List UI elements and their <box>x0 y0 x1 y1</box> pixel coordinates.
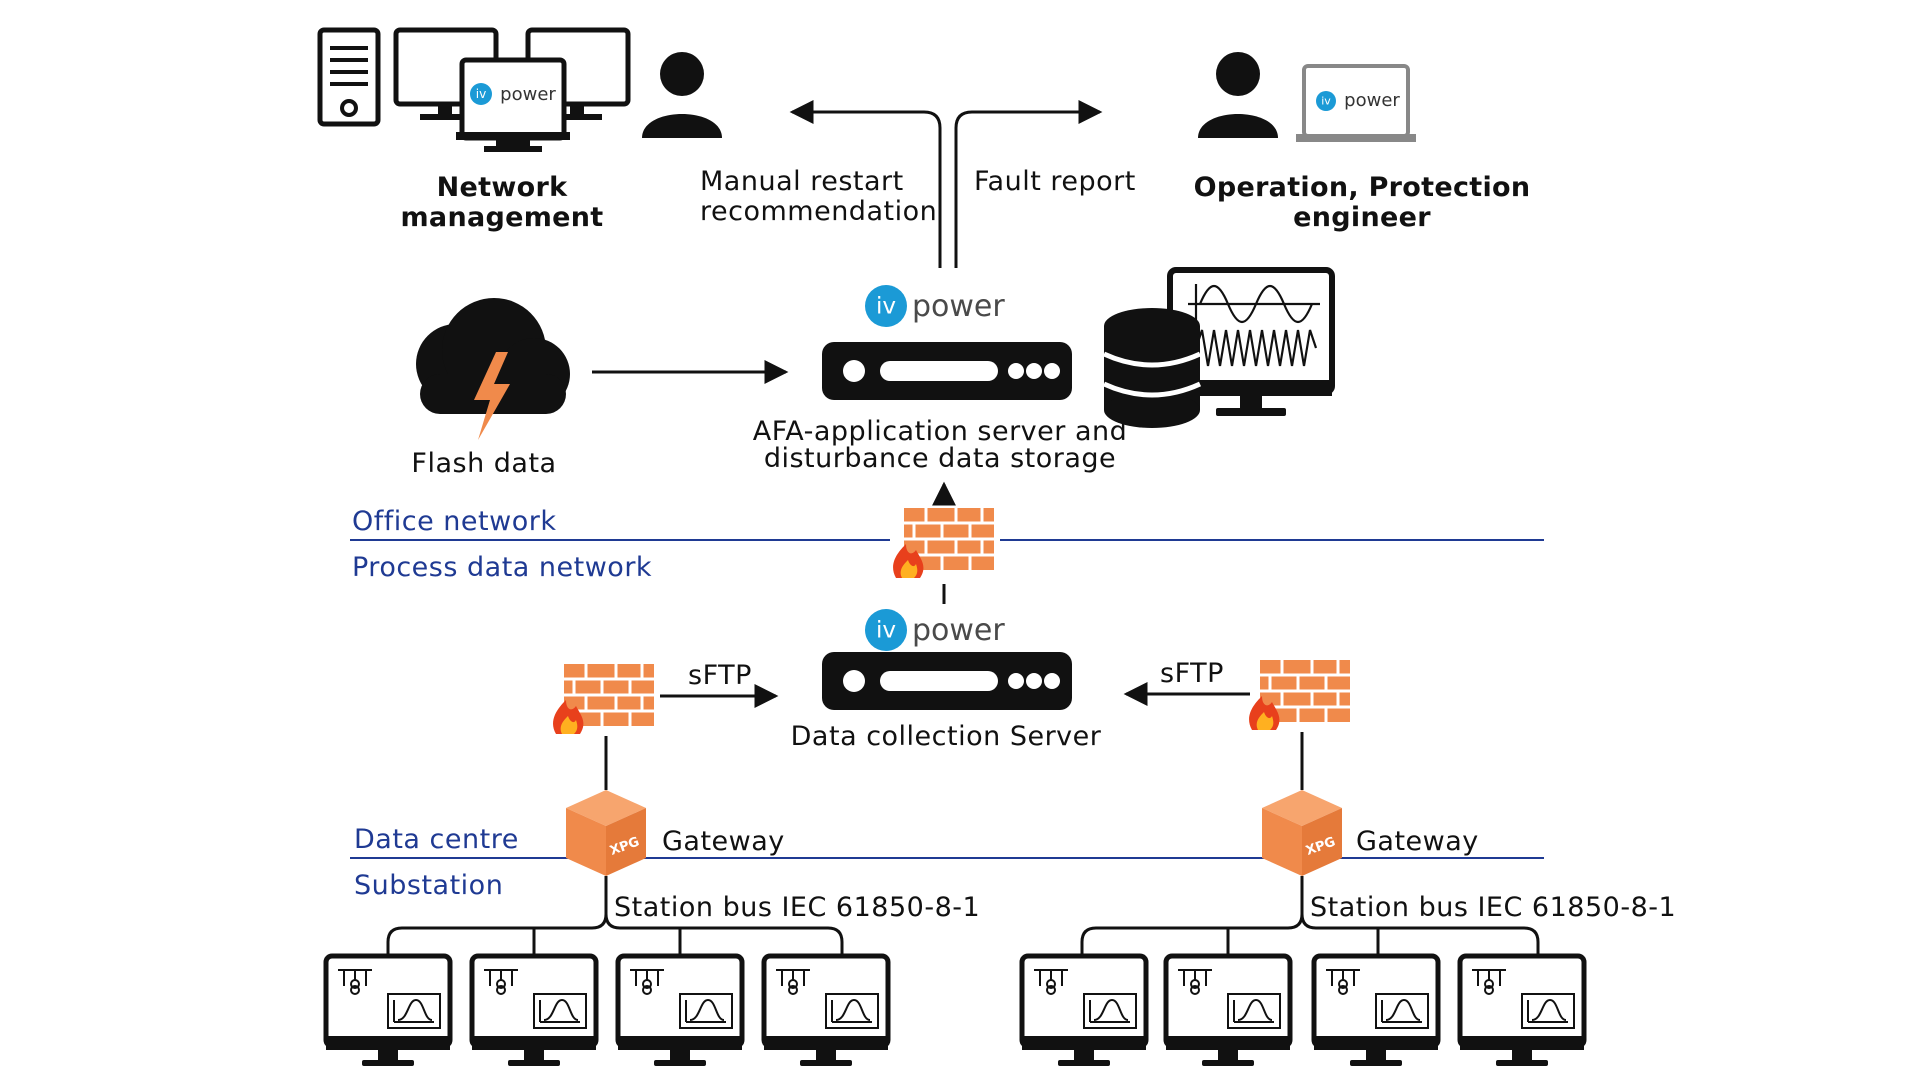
ied-monitor-icon <box>618 956 742 1066</box>
fault-report-arrow <box>954 100 1103 268</box>
ivpower-logo-app: power <box>865 285 1005 327</box>
logo-word-operation: power <box>1344 90 1400 111</box>
person-icon <box>642 52 722 138</box>
logo-word: power <box>500 84 556 105</box>
network-management-label-1: Network <box>437 172 568 203</box>
process-network-label: Process data network <box>352 552 652 583</box>
ied-monitor-icon <box>472 956 596 1066</box>
collection-server-label: Data collection Server <box>791 721 1102 752</box>
ied-monitor-icon <box>1166 956 1290 1066</box>
substation-label: Substation <box>354 870 503 901</box>
laptop-icon-operation: power <box>1296 64 1416 142</box>
ied-monitor-icon <box>764 956 888 1066</box>
database-icon <box>1102 308 1202 428</box>
app-server-label-1: AFA-application server and <box>753 416 1128 447</box>
server-tower-icon <box>317 27 381 127</box>
operation-label-2: engineer <box>1293 202 1431 233</box>
firewall-icon-central <box>891 506 996 580</box>
fault-report-label: Fault report <box>974 166 1136 197</box>
laptop-icon: power <box>456 57 570 152</box>
manual-restart-label-2: recommendation <box>700 196 937 227</box>
collection-server-icon <box>822 652 1072 710</box>
oscilloscope-monitor-icon <box>1167 267 1335 416</box>
logo-word-collection: power <box>912 613 1005 648</box>
gateway-right-label: Gateway <box>1356 826 1479 857</box>
data-centre-label: Data centre <box>354 824 519 855</box>
station-bus-left <box>386 876 844 956</box>
station-bus-left-label: Station bus IEC 61850-8-1 <box>614 892 980 923</box>
logo-word-app: power <box>912 289 1005 324</box>
restart-arrow <box>789 100 942 268</box>
ied-monitor-icon <box>1022 956 1146 1066</box>
office-network-label: Office network <box>352 506 556 537</box>
ivpower-logo-collection: power <box>865 609 1005 651</box>
app-server-label-2: disturbance data storage <box>764 443 1116 474</box>
ied-monitor-icon <box>1460 956 1584 1066</box>
sftp-left-label: sFTP <box>688 660 752 691</box>
operation-label-1: Operation, Protection <box>1194 172 1531 203</box>
rack-server-icon <box>822 342 1072 400</box>
station-bus-right <box>1080 876 1540 956</box>
station-bus-right-label: Station bus IEC 61850-8-1 <box>1310 892 1676 923</box>
ied-monitor-icon <box>1314 956 1438 1066</box>
cloud-lightning-icon <box>416 298 570 440</box>
flash-data-label: Flash data <box>411 448 556 479</box>
gateway-left-label: Gateway <box>662 826 785 857</box>
gateway-cube-icon-right <box>1262 790 1342 876</box>
network-management-label-2: management <box>400 202 603 233</box>
firewall-icon-right <box>1247 658 1352 732</box>
gateway-cube-icon-left <box>566 790 646 876</box>
manual-restart-label-1: Manual restart <box>700 166 904 197</box>
firewall-icon-left <box>551 662 656 736</box>
sftp-right-label: sFTP <box>1160 658 1224 689</box>
network-management-icons: power <box>317 27 631 152</box>
person-icon-operation <box>1198 52 1278 138</box>
ied-monitor-icon <box>326 956 450 1066</box>
